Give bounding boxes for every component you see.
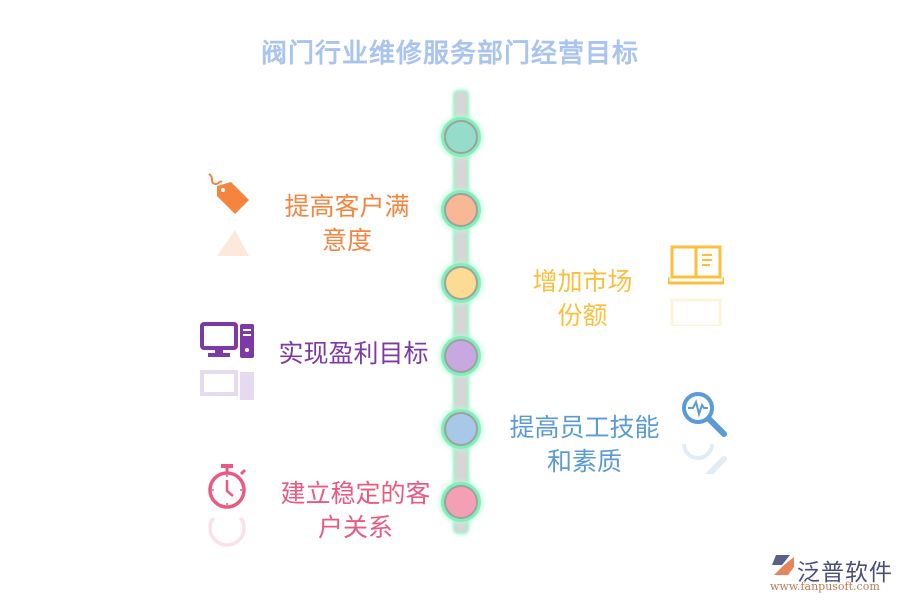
price-tag-icon [205, 172, 255, 222]
goal-label-employee-skills: 提高员工技能 和素质 [509, 413, 660, 476]
desktop-computer-icon [200, 322, 258, 364]
magnifier-pulse-icon [680, 390, 730, 444]
goal-label-market-share: 增加市场 份额 [532, 267, 633, 330]
timeline-track [455, 92, 467, 532]
timeline-node-5 [444, 412, 478, 446]
stopwatch-icon-reflection [205, 509, 251, 550]
goal-label-customer-relationships: 建立稳定的客 户关系 [280, 479, 431, 542]
open-book-icon [666, 245, 726, 291]
timeline-node-1 [444, 120, 478, 154]
brand-url: www.fanpusoft.com [770, 580, 880, 593]
timeline-node-2 [444, 193, 478, 227]
timeline-node-3 [444, 266, 478, 300]
open-book-icon-reflection [668, 292, 724, 328]
price-tag-icon-reflection [205, 222, 255, 256]
page-title: 阀门行业维修服务部门经营目标 [260, 39, 639, 69]
timeline-node-4 [444, 339, 478, 373]
magnifier-pulse-icon-reflection [680, 428, 730, 477]
goal-label-customer-satisfaction: 提高客户满 意度 [284, 192, 410, 255]
goal-label-profit-target: 实现盈利目标 [278, 339, 429, 368]
brand-logo-icon [770, 553, 796, 581]
brand-name: 泛普软件 [797, 560, 893, 586]
timeline-node-6 [444, 485, 478, 519]
stopwatch-icon [205, 462, 251, 516]
desktop-computer-icon-reflection [200, 366, 258, 400]
